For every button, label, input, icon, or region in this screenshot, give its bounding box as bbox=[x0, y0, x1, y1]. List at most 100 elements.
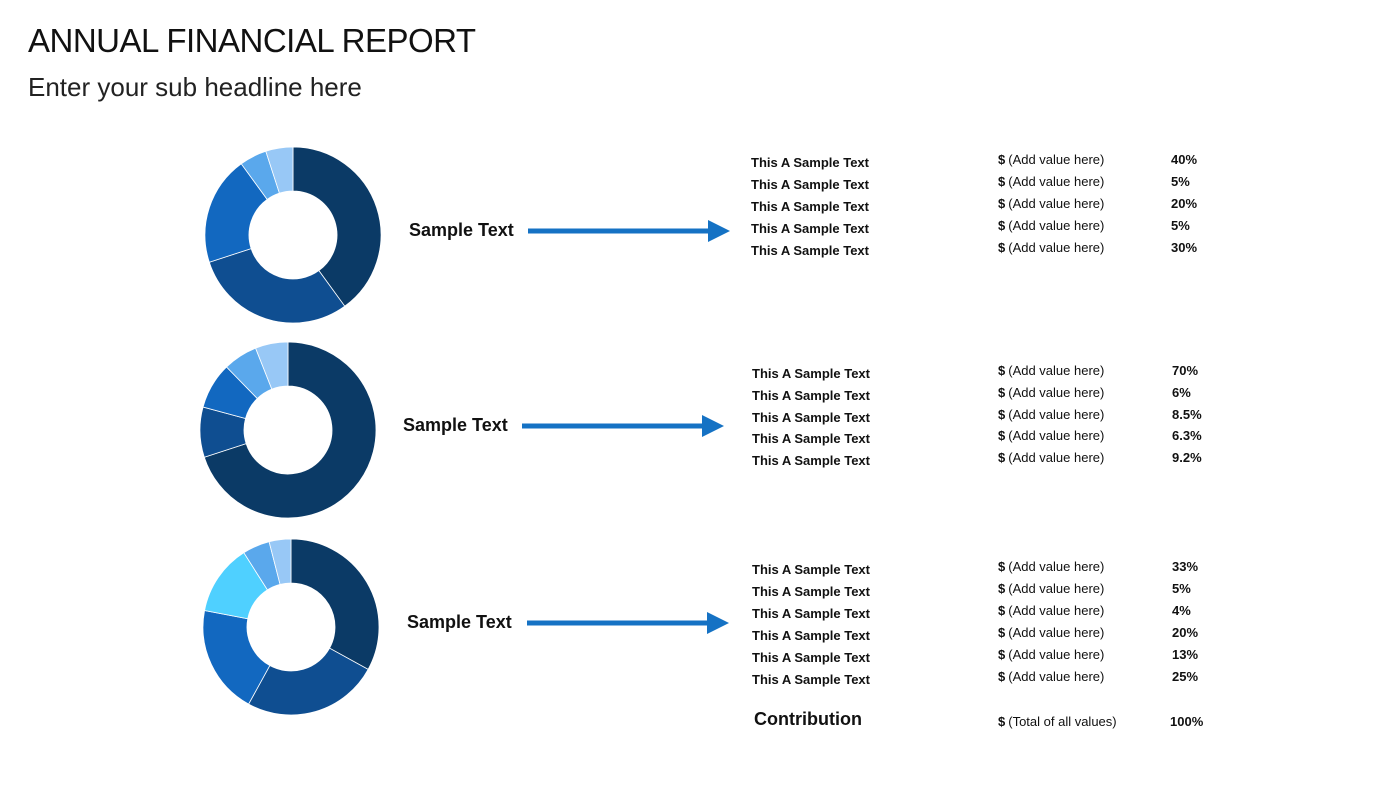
donut-svg bbox=[204, 146, 382, 324]
row-value: $(Add value here) bbox=[998, 603, 1104, 618]
currency-symbol: $ bbox=[998, 669, 1006, 684]
row-label: This A Sample Text bbox=[751, 199, 869, 214]
donut-slice bbox=[248, 647, 369, 716]
currency-symbol: $ bbox=[998, 363, 1006, 378]
row-label: This A Sample Text bbox=[751, 177, 869, 192]
row-value-text: (Add value here) bbox=[1008, 559, 1105, 574]
row-value-text: (Add value here) bbox=[1008, 669, 1105, 684]
arrow-icon bbox=[527, 612, 729, 634]
row-value-text: (Add value here) bbox=[1008, 152, 1105, 167]
row-label: This A Sample Text bbox=[752, 453, 870, 469]
row-percent: 6% bbox=[1172, 384, 1191, 400]
row-value-text: (Add value here) bbox=[1008, 240, 1105, 255]
currency-symbol: $ bbox=[998, 240, 1006, 255]
row-label: This A Sample Text bbox=[751, 243, 869, 258]
row-percent: 9.2% bbox=[1172, 450, 1202, 466]
row-value-text: (Add value here) bbox=[1008, 218, 1105, 233]
row-percent: 70% bbox=[1172, 363, 1199, 378]
row-label: This A Sample Text bbox=[752, 562, 870, 577]
currency-symbol: $ bbox=[998, 581, 1006, 596]
donut-chart bbox=[201, 537, 381, 717]
row-label: This A Sample Text bbox=[752, 431, 870, 447]
donut-chart bbox=[198, 340, 378, 520]
chart-label: Sample Text bbox=[407, 612, 512, 632]
row-value: $(Add value here) bbox=[998, 174, 1104, 189]
row-value-text: (Add value here) bbox=[1008, 196, 1105, 211]
row-value-text: (Add value here) bbox=[1008, 363, 1105, 378]
currency-symbol: $ bbox=[998, 174, 1006, 189]
row-label: This A Sample Text bbox=[752, 672, 870, 687]
row-value: $(Add value here) bbox=[998, 581, 1104, 596]
row-label: This A Sample Text bbox=[751, 221, 869, 236]
currency-symbol: $ bbox=[998, 384, 1006, 400]
page-title: ANNUAL FINANCIAL REPORT bbox=[28, 22, 476, 59]
row-value-text: (Add value here) bbox=[1008, 603, 1105, 618]
currency-symbol: $ bbox=[998, 647, 1006, 662]
row-value: $(Add value here) bbox=[998, 152, 1104, 167]
arrow-shaft bbox=[528, 228, 710, 234]
row-percent: 6.3% bbox=[1172, 428, 1202, 444]
donut-slice bbox=[255, 341, 289, 390]
donut-slice bbox=[208, 248, 346, 324]
row-label: This A Sample Text bbox=[752, 650, 870, 665]
arrow-shaft bbox=[527, 620, 709, 626]
row-label: This A Sample Text bbox=[752, 628, 870, 643]
row-percent: 5% bbox=[1171, 174, 1190, 189]
row-value: $(Add value here) bbox=[998, 428, 1104, 443]
row-label: This A Sample Text bbox=[752, 409, 870, 425]
row-percent: 20% bbox=[1171, 196, 1198, 211]
donut-slice bbox=[268, 538, 292, 585]
currency-symbol: $ bbox=[998, 406, 1006, 422]
row-value-text: (Add value here) bbox=[1008, 428, 1105, 444]
currency-symbol: $ bbox=[998, 559, 1006, 574]
row-value: $(Add value here) bbox=[998, 625, 1104, 640]
row-label: This A Sample Text bbox=[752, 387, 870, 403]
row-percent: 5% bbox=[1172, 581, 1191, 596]
total-value: $(Total of all values) bbox=[998, 714, 1117, 729]
currency-symbol: $ bbox=[998, 428, 1006, 444]
currency-symbol: $ bbox=[998, 450, 1006, 466]
row-value: $(Add value here) bbox=[998, 669, 1104, 684]
donut-slice bbox=[265, 146, 294, 194]
row-value-text: (Add value here) bbox=[1008, 174, 1105, 189]
row-value-text: (Add value here) bbox=[1008, 581, 1105, 596]
row-percent: 5% bbox=[1171, 218, 1190, 233]
row-value: $(Add value here) bbox=[998, 363, 1104, 378]
row-label: This A Sample Text bbox=[752, 606, 870, 621]
row-percent: 25% bbox=[1172, 669, 1199, 684]
row-value: $(Add value here) bbox=[998, 450, 1104, 465]
row-percent: 8.5% bbox=[1172, 406, 1202, 422]
row-value: $(Add value here) bbox=[998, 647, 1104, 662]
page-subtitle: Enter your sub headline here bbox=[28, 72, 362, 102]
currency-symbol: $ bbox=[998, 714, 1006, 729]
arrow-icon bbox=[528, 220, 730, 242]
chart-label: Sample Text bbox=[403, 415, 508, 435]
row-value-text: (Add value here) bbox=[1008, 384, 1105, 400]
row-percent: 4% bbox=[1172, 603, 1191, 618]
row-value-text: (Add value here) bbox=[1008, 625, 1105, 640]
row-percent: 40% bbox=[1171, 152, 1198, 167]
row-label: This A Sample Text bbox=[752, 366, 870, 381]
row-label: This A Sample Text bbox=[752, 584, 870, 599]
donut-svg bbox=[202, 538, 380, 716]
currency-symbol: $ bbox=[998, 603, 1006, 618]
currency-symbol: $ bbox=[998, 218, 1006, 233]
donut-slice bbox=[290, 538, 380, 670]
donut-slice bbox=[203, 341, 377, 519]
arrow-head bbox=[702, 415, 724, 437]
row-percent: 20% bbox=[1172, 625, 1199, 640]
total-label: Contribution bbox=[754, 709, 862, 729]
donut-svg bbox=[199, 341, 377, 519]
row-label: This A Sample Text bbox=[751, 155, 869, 170]
row-value: $(Add value here) bbox=[998, 385, 1104, 400]
row-value: $(Add value here) bbox=[998, 196, 1104, 211]
arrow-icon bbox=[522, 415, 724, 437]
currency-symbol: $ bbox=[998, 152, 1006, 167]
row-percent: 13% bbox=[1172, 647, 1199, 662]
arrow-shaft bbox=[522, 423, 704, 429]
row-percent: 33% bbox=[1172, 559, 1199, 574]
donut-slice bbox=[292, 146, 382, 307]
currency-symbol: $ bbox=[998, 625, 1006, 640]
row-value-text: (Add value here) bbox=[1008, 647, 1105, 662]
row-value: $(Add value here) bbox=[998, 559, 1104, 574]
